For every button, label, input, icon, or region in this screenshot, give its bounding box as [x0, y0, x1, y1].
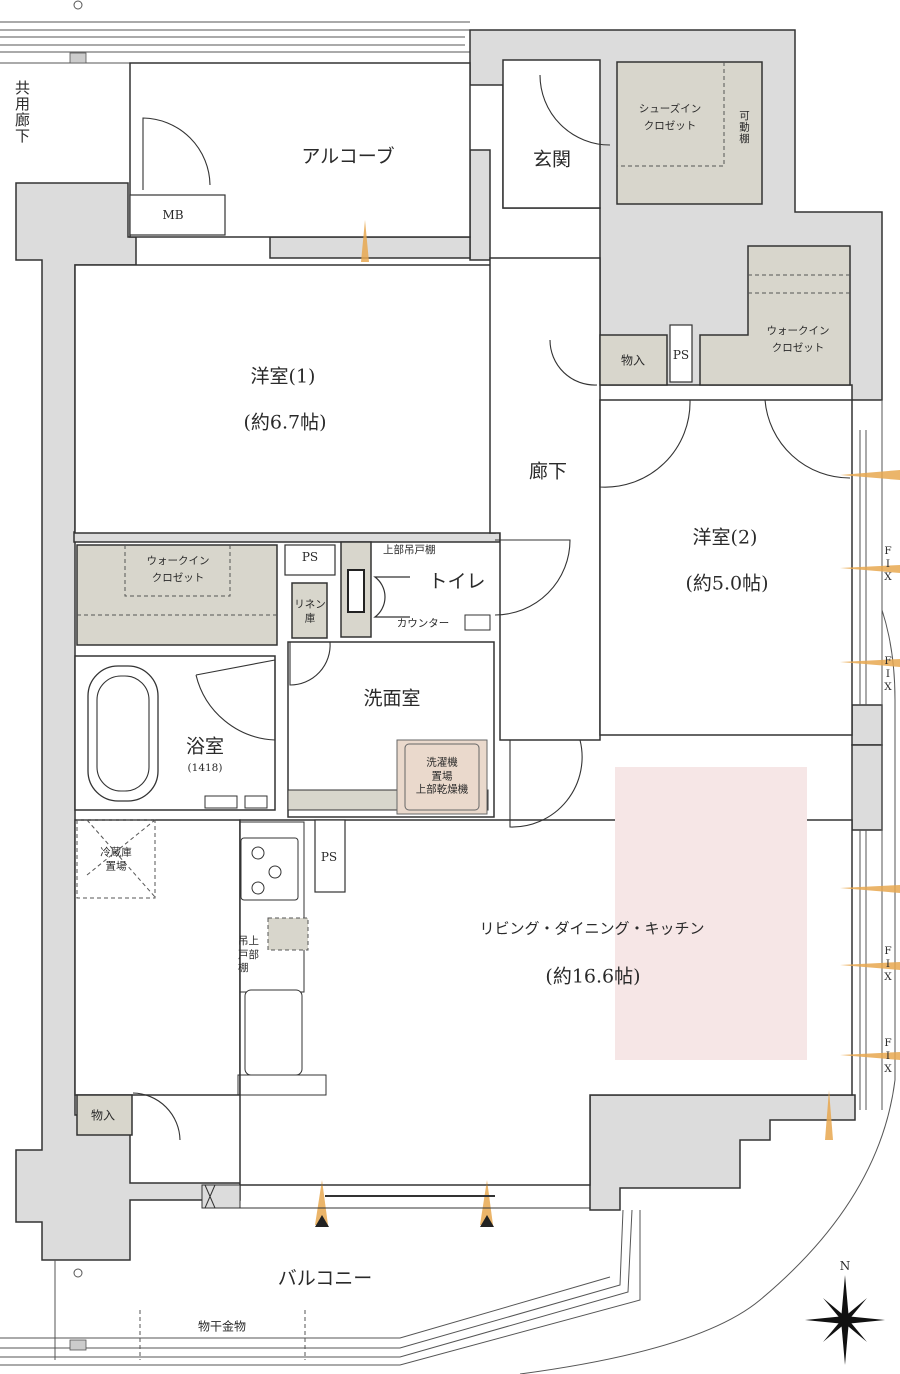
label-kitchen-cabinet: 吊上 戸部 棚 [238, 935, 259, 975]
label-alcove: アルコーブ [301, 145, 395, 168]
label-fridge-space: 冷蔵庫 置場 [100, 846, 132, 872]
label-wic-left: ウォークイン クロゼット [146, 555, 210, 584]
label-toilet: トイレ [428, 570, 486, 593]
compass-rose-icon [805, 1275, 885, 1365]
label-upper-cabinet: 上部吊戸棚 [383, 544, 436, 556]
label-bath-size: (1418) [187, 762, 223, 774]
label-shoe-closet: シューズイン クロゼット [638, 103, 702, 132]
label-ps-top: PS [672, 348, 690, 362]
label-linen-closet: リネン 庫 [294, 598, 326, 624]
label-ps-mid: PS [301, 550, 319, 564]
label-fix-2: FIX [882, 655, 894, 694]
ldk-highlight [615, 767, 807, 1060]
label-fix-4: FIX [882, 1037, 894, 1076]
label-mb: MB [162, 208, 184, 222]
label-ldk-name: リビング・ダイニング・キッチン [479, 919, 705, 938]
label-bathroom: 浴室 [185, 735, 225, 758]
label-north: N [839, 1259, 851, 1273]
label-room1-size: (約6.7帖) [243, 411, 327, 434]
label-room2-name: 洋室(2) [692, 526, 758, 549]
balcony-rails [0, 1209, 641, 1366]
label-entrance: 玄関 [532, 148, 572, 171]
label-ldk-size: (約16.6帖) [545, 965, 641, 988]
label-balcony: バルコニー [277, 1267, 373, 1290]
label-counter: カウンター [396, 617, 450, 630]
label-room2-size: (約5.0帖) [685, 572, 769, 595]
label-common-corridor: 共用廊下 [13, 80, 31, 144]
window-accents [315, 220, 900, 1225]
door-swings [132, 74, 851, 1141]
label-ps-kitchen: PS [320, 850, 338, 864]
label-storage-bottom: 物入 [90, 1108, 116, 1123]
label-washer-space: 洗濯機 置場 上部乾燥機 [415, 756, 469, 796]
label-drying-hardware: 物干金物 [197, 1319, 247, 1334]
label-movable-shelf: 可動棚 [738, 110, 750, 145]
storage-areas [76, 61, 851, 1136]
label-fix-3: FIX [882, 945, 894, 984]
label-room1-name: 洋室(1) [250, 365, 316, 388]
label-hallway: 廊下 [528, 460, 568, 483]
label-fix-1: FIX [882, 545, 894, 584]
label-washroom: 洗面室 [363, 687, 421, 710]
label-wic-right: ウォークイン クロゼット [766, 325, 830, 354]
label-storage-top: 物入 [620, 353, 646, 368]
